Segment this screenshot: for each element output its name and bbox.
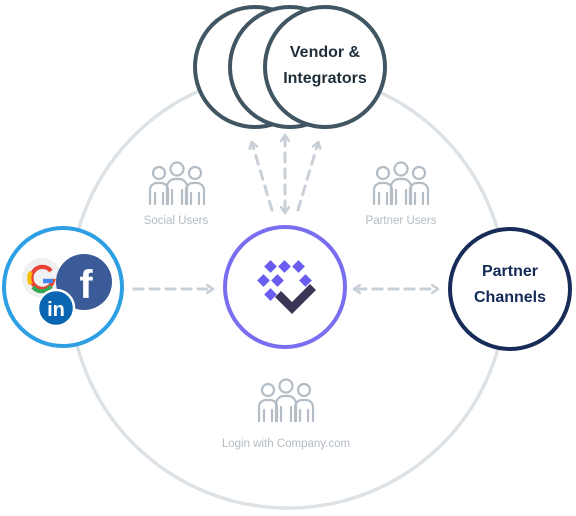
people-icon [257,378,315,423]
arrow-center-to-vendor-left [252,143,274,212]
svg-text:f: f [79,263,93,307]
vendor-integrators-node: Vendor & Integrators [193,5,387,129]
vendor-label-line1: Vendor & [290,44,361,61]
partner-channels-node: Partner Channels [448,227,572,351]
linkedin-icon: in [36,288,76,328]
center-node [223,225,347,349]
company-login-group: Login with Company.com [222,378,350,450]
people-icon [148,161,206,206]
partner-channels-label-line2: Channels [474,289,546,306]
arrow-center-to-vendor-right [296,143,318,212]
social-login-node: f in [2,226,124,348]
partner-channels-label-line1: Partner [482,263,538,280]
google-icon [22,258,62,298]
brand-logo-icon [257,260,316,314]
people-icon [372,161,430,206]
svg-text:in: in [47,299,65,321]
connector-arrows [132,136,437,289]
company-login-label: Login with Company.com [222,438,350,450]
vendor-label-line2: Integrators [283,70,367,87]
social-users-label: Social Users [144,215,209,227]
partner-users-group: Partner Users [366,161,437,227]
social-users-group: Social Users [144,161,209,227]
partner-users-label: Partner Users [366,215,437,227]
